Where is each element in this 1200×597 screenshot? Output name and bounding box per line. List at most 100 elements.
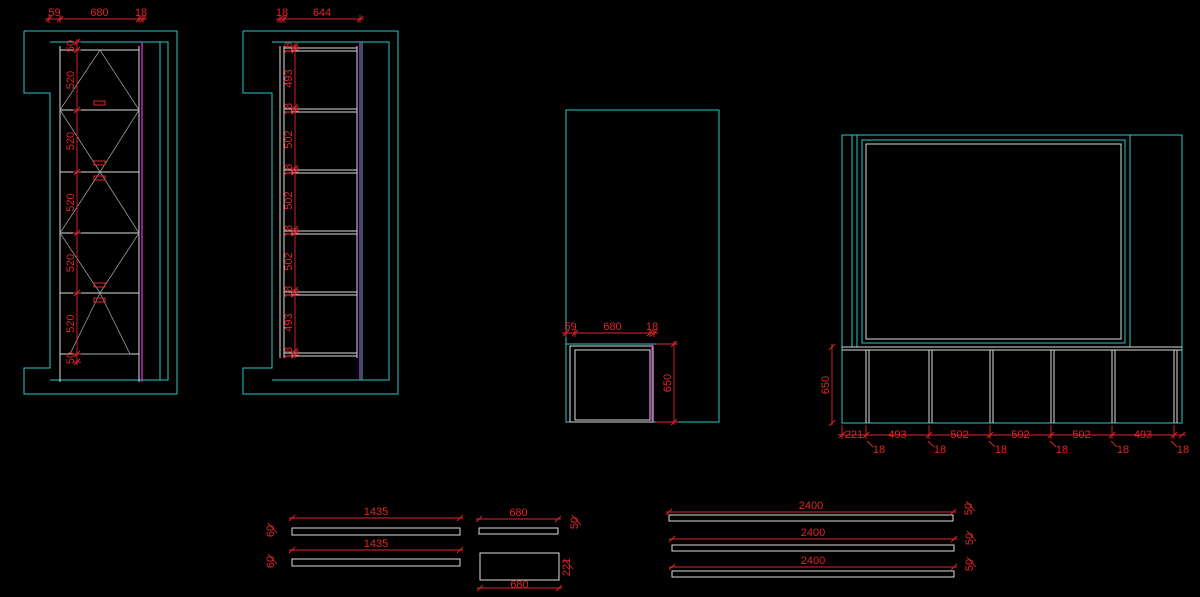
dimension-label: 59 xyxy=(564,321,576,333)
shelving-inner-wall xyxy=(272,41,390,381)
base-drawer-inner xyxy=(574,349,651,421)
dimension-label: 520 xyxy=(65,193,77,211)
dimension-tick xyxy=(828,419,836,427)
thickness-leader xyxy=(966,530,977,542)
thickness-leader xyxy=(571,514,582,526)
dimension-label: 502 xyxy=(1011,429,1029,441)
thickness-leader xyxy=(965,500,976,512)
dimension-label: 680 xyxy=(603,321,621,333)
top-dimension-elev3: 59 680 18 xyxy=(562,321,658,337)
joint-leader xyxy=(1049,440,1057,448)
dimension-label: 50 xyxy=(65,352,77,364)
tv-wall-outline xyxy=(841,134,1183,424)
dimension-label: 18 xyxy=(283,42,295,54)
dimension-label: 18 xyxy=(283,225,295,237)
dimension-tick xyxy=(475,515,483,523)
dimension-label: 18 xyxy=(276,7,288,19)
dimension-label: 60 xyxy=(265,525,277,537)
dimension-label: 18 xyxy=(873,444,885,456)
dimension-label: 18 xyxy=(135,7,147,19)
part-board xyxy=(671,570,955,578)
thickness-leader xyxy=(267,553,278,565)
dimension-label: 520 xyxy=(65,314,77,332)
dimension-label: 493 xyxy=(888,429,906,441)
dimension-label: 680 xyxy=(510,579,528,591)
tv-screen-area xyxy=(861,139,1126,344)
dimension-label: 493 xyxy=(283,313,295,331)
part-board xyxy=(478,527,559,535)
dimension-label: 520 xyxy=(65,71,77,89)
joint-leader xyxy=(988,440,996,448)
dimension-label: 2400 xyxy=(801,555,825,567)
dimension-label: 18 xyxy=(646,321,658,333)
door-handle-1 xyxy=(93,100,106,106)
dimension-label: 50 xyxy=(964,559,976,571)
dimension-label: 2400 xyxy=(799,500,823,512)
dimension-label: 18 xyxy=(1177,444,1189,456)
dimension-label: 650 xyxy=(820,376,832,394)
joint-leader xyxy=(1110,440,1118,448)
dimension-label: 502 xyxy=(283,130,295,148)
tv-screen-inner xyxy=(865,143,1122,340)
dimension-label: 50 xyxy=(964,533,976,545)
part-board xyxy=(668,514,954,522)
dimension-tick xyxy=(949,508,957,516)
base-drawer-outer xyxy=(569,345,654,423)
dimension-label: 520 xyxy=(65,132,77,150)
dimension-tick xyxy=(950,535,958,543)
dimension-tick xyxy=(288,546,296,554)
dimension-label: 221 xyxy=(845,429,863,441)
dimension-tick xyxy=(555,584,563,592)
cabinet-inner-wall xyxy=(50,41,169,381)
base-unit-bays xyxy=(865,350,1178,423)
dimension-label: 650 xyxy=(662,374,674,392)
dimension-label: 493 xyxy=(283,69,295,87)
dimension-tick xyxy=(476,584,484,592)
dimension-label: 59 xyxy=(48,7,60,19)
dimension-label: 18 xyxy=(934,444,946,456)
dimension-tick xyxy=(456,546,464,554)
elevation-door-cabinet: 59 680 18 50 520 520 520 520 520 50 xyxy=(23,7,178,395)
dimension-label: 502 xyxy=(283,252,295,270)
dimension-tick xyxy=(456,514,464,522)
thickness-leader xyxy=(966,556,977,568)
dimension-label: 18 xyxy=(1056,444,1068,456)
thickness-leader xyxy=(563,558,574,570)
part-board xyxy=(291,558,461,567)
elevation-side-view: 59 680 18 650 xyxy=(562,109,720,426)
dimension-label: 644 xyxy=(313,7,331,19)
dimension-tick xyxy=(288,514,296,522)
door-swing-mark-1 xyxy=(59,49,140,173)
dimension-label: 50 xyxy=(65,40,77,52)
shelving-outline xyxy=(242,30,399,395)
dimension-label: 50 xyxy=(963,503,975,515)
dimension-tick xyxy=(554,515,562,523)
thickness-leader xyxy=(267,522,278,534)
dimension-label: 18 xyxy=(283,347,295,359)
dimension-label: 520 xyxy=(65,254,77,272)
part-board xyxy=(479,552,560,581)
dimension-label: 60 xyxy=(265,556,277,568)
dimension-label: 50 xyxy=(569,517,581,529)
side-panel-outline xyxy=(565,109,720,423)
dimension-label: 680 xyxy=(90,7,108,19)
dimension-label: 18 xyxy=(1117,444,1129,456)
door-handle-4 xyxy=(93,282,106,288)
dimension-label: 18 xyxy=(283,164,295,176)
top-dimension-elev2: 18 644 xyxy=(276,7,364,23)
joint-leader xyxy=(866,440,874,448)
height-dimension-elev4: 650 xyxy=(820,343,836,427)
cabinet-outline xyxy=(23,30,178,395)
dimension-label: 1435 xyxy=(364,538,388,550)
dimension-label: 18 xyxy=(995,444,1007,456)
shelf-boards xyxy=(284,47,357,357)
part-board xyxy=(291,527,461,536)
dimension-label: 18 xyxy=(283,103,295,115)
dimension-label: 680 xyxy=(509,507,527,519)
dimension-label: 2400 xyxy=(801,527,825,539)
dimension-label: 493 xyxy=(1134,429,1152,441)
